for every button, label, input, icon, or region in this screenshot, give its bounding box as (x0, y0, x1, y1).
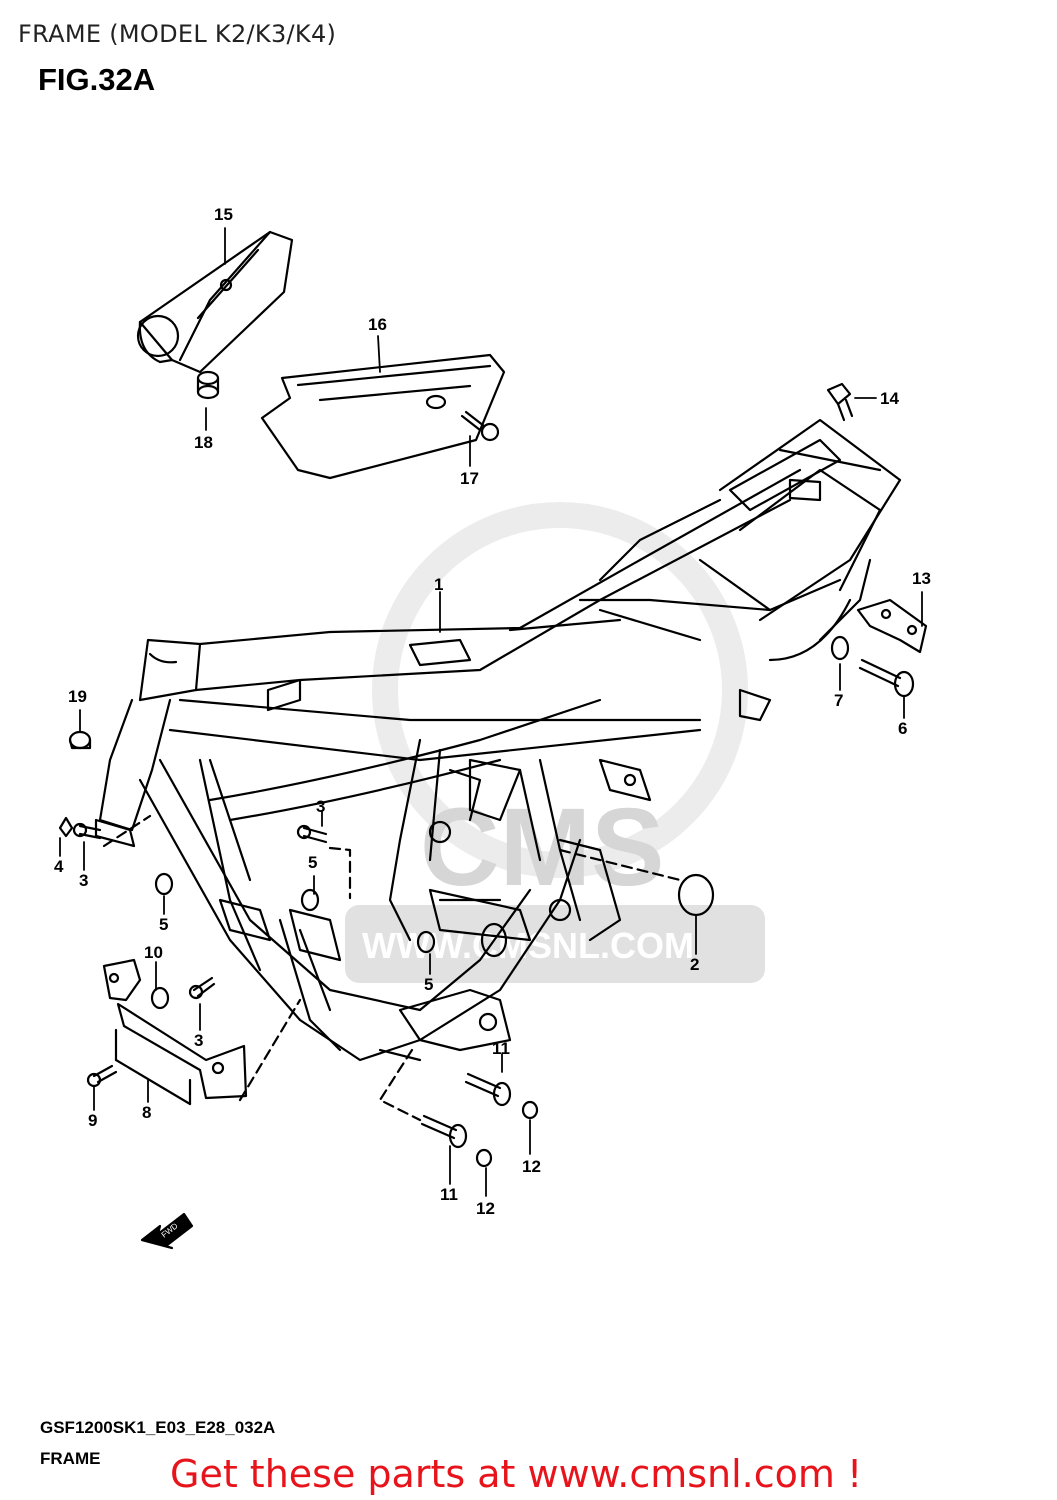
callout-16: 16 (368, 315, 387, 334)
callout-1: 1 (434, 575, 443, 594)
callout-5: 5 (308, 853, 317, 872)
callout-17: 17 (460, 469, 479, 488)
callout-8: 8 (142, 1103, 151, 1122)
watermark: CMS WWW.CMSNL.COM (345, 502, 765, 983)
callout-2: 2 (690, 955, 699, 974)
callout-labels: 1 2 3 3 3 4 5 5 5 6 7 8 9 10 11 11 12 12… (54, 205, 931, 1218)
steering-bushing (68, 730, 92, 750)
rear-bracket (856, 598, 928, 654)
callout-3: 3 (316, 797, 325, 816)
callout-5: 5 (159, 915, 168, 934)
callout-3: 3 (194, 1031, 203, 1050)
callout-18: 18 (194, 433, 213, 452)
grommet (196, 370, 220, 400)
fwd-arrow-icon: FWD (140, 1212, 194, 1250)
side-cover-lower (260, 353, 506, 480)
callout-12: 12 (522, 1157, 541, 1176)
side-cover-upper (136, 230, 294, 374)
callout-5: 5 (424, 975, 433, 994)
rear-bolt (858, 658, 915, 698)
callout-4: 4 (54, 857, 64, 876)
diagram-code: GSF1200SK1_E03_E28_032A (40, 1418, 276, 1437)
callout-19: 19 (68, 687, 87, 706)
callout-13: 13 (912, 569, 931, 588)
footrest-bracket (86, 958, 302, 1106)
callout-14: 14 (880, 389, 899, 408)
lower-bolts (378, 1048, 539, 1168)
callout-12: 12 (476, 1199, 495, 1218)
section-name: FRAME (40, 1449, 101, 1468)
figure-label: FIG.32A (38, 62, 156, 97)
callout-11: 11 (440, 1185, 458, 1204)
callout-11: 11 (492, 1039, 510, 1058)
rear-washer (830, 635, 850, 661)
callout-9: 9 (88, 1111, 97, 1130)
promo-link[interactable]: Get these parts at www.cmsnl.com ! (170, 1452, 863, 1496)
watermark-logo: CMS (420, 786, 664, 909)
leader-lines (59, 227, 923, 1197)
screw (460, 410, 500, 442)
fasteners-left (58, 814, 436, 1010)
callout-15: 15 (214, 205, 233, 224)
callout-7: 7 (834, 691, 843, 710)
callout-3: 3 (79, 871, 88, 890)
bolt-top (826, 382, 854, 422)
frame-cap (558, 848, 715, 917)
page-title: FRAME (MODEL K2/K3/K4) (18, 20, 337, 48)
callout-6: 6 (898, 719, 907, 738)
callout-10: 10 (144, 943, 163, 962)
